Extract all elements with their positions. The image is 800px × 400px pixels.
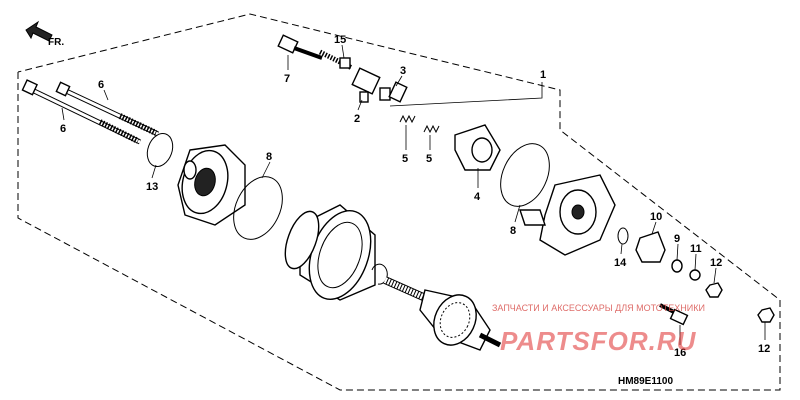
callout-3: 3 (400, 65, 406, 77)
watermark-text: ЗАПЧАСТИ И АКСЕССУАРЫ ДЛЯ МОТОТЕХНИКИ (492, 303, 705, 313)
terminal-bolt-7 (277, 34, 323, 60)
callout-2: 2 (354, 113, 360, 125)
callout-12b: 12 (758, 343, 770, 355)
brush-3 (388, 81, 408, 103)
callout-8a: 8 (266, 151, 272, 163)
callout-11: 11 (690, 243, 702, 255)
callout-13: 13 (146, 181, 158, 193)
watermark: ЗАПЧАСТИ И АКСЕССУАРЫ ДЛЯ МОТОТЕХНИКИ PA… (492, 303, 705, 356)
bolt-16 (659, 303, 689, 326)
washer-11 (689, 269, 701, 281)
direction-label: FR. (48, 37, 64, 48)
brush-holder (351, 67, 391, 103)
terminal-bolt-15 (318, 49, 354, 71)
leader-lines (61, 44, 766, 345)
o-ring-13 (146, 133, 174, 167)
spring-right (423, 124, 440, 134)
callout-4: 4 (474, 191, 481, 203)
washer-9 (671, 259, 683, 273)
callout-10: 10 (650, 211, 662, 223)
front-cover (519, 174, 616, 256)
callout-6a: 6 (98, 79, 104, 91)
callout-14: 14 (614, 257, 627, 269)
o-ring-8-left (233, 176, 283, 240)
o-ring-8-right (500, 143, 550, 207)
callout-5b: 5 (426, 153, 432, 165)
spring-left (399, 114, 416, 124)
callout-16: 16 (674, 347, 686, 359)
callout-9: 9 (674, 233, 680, 245)
assembly-boundary (17, 13, 781, 391)
snap-ring (371, 263, 388, 285)
callout-12a: 12 (710, 257, 722, 269)
callout-7: 7 (284, 73, 290, 85)
through-bolt-lower (21, 79, 142, 145)
yoke-housing (284, 204, 376, 301)
rear-cover (177, 144, 246, 226)
nut-12-lower (757, 307, 775, 323)
seal-14 (617, 227, 629, 245)
callout-6b: 6 (60, 123, 66, 135)
callout-1: 1 (540, 69, 546, 81)
callout-15: 15 (334, 34, 346, 46)
through-bolt-upper (55, 81, 160, 137)
diagram-code: HM89E1100 (618, 376, 673, 387)
brush-holder-4 (454, 124, 501, 171)
front-direction-arrow-icon (25, 20, 53, 42)
callout-8b: 8 (510, 225, 516, 237)
callout-5a: 5 (402, 153, 408, 165)
pinion-10 (635, 231, 666, 263)
watermark-logo: PARTSFOR.RU (500, 326, 697, 356)
armature (383, 276, 502, 351)
nut-12-upper (705, 282, 723, 298)
callout-labels: 1 2 3 4 5 5 6 6 7 8 8 9 10 11 12 12 13 1… (60, 34, 770, 359)
